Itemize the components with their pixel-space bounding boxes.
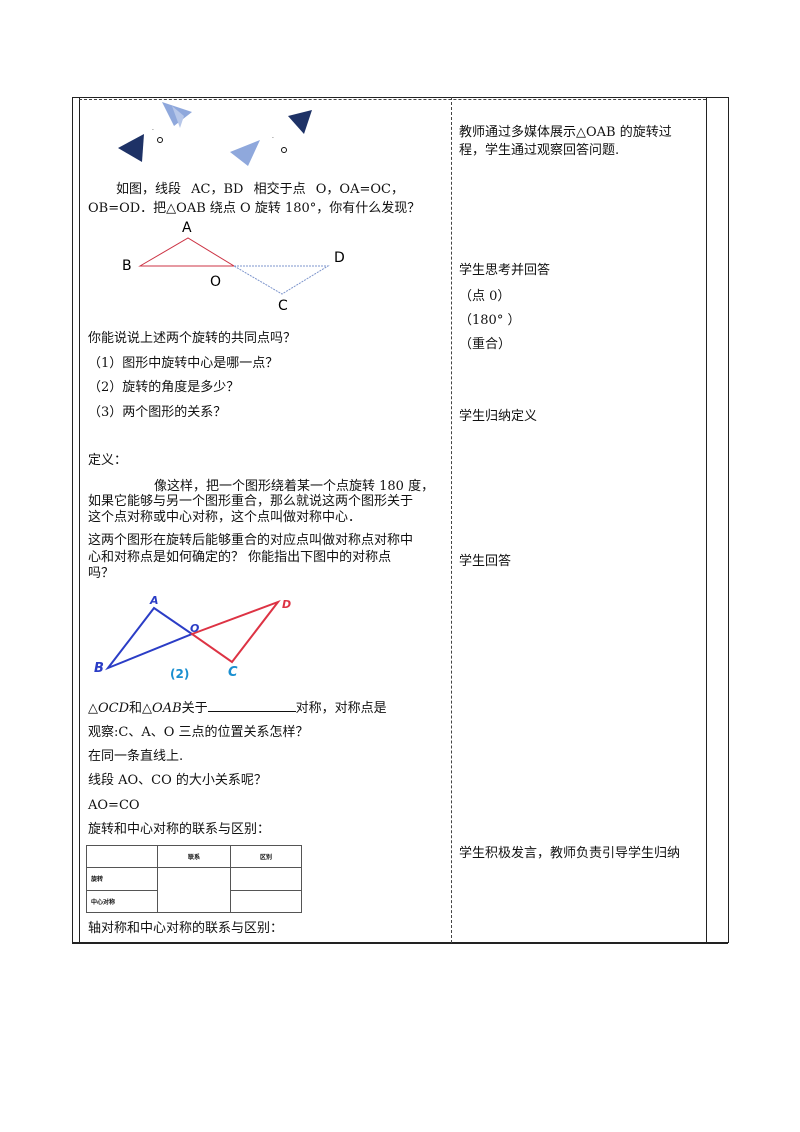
sym-part-d: OAB [152, 701, 182, 716]
table-row-label-rotation: 旋转 [86, 867, 158, 891]
cell-top-dash [79, 99, 706, 100]
arrow-light-1-tail [172, 106, 184, 128]
definition-line-1: 像这样，把一个图形绕着某一个点旋转 180 度， [154, 479, 435, 494]
table-cell-r1c2 [230, 867, 302, 891]
triangle-oab [138, 237, 236, 267]
right-row3: 学生归纳定义 [459, 409, 538, 424]
sym-part-e: 关于 [181, 701, 208, 716]
arrow-dark-2 [288, 110, 312, 134]
definition-label: 定义： [88, 453, 128, 468]
right-row2-title: 学生思考并回答 [459, 263, 551, 278]
sym-part-b: OCD [98, 701, 130, 716]
symmetry-statement: △OCD和△OAB关于 对称，对称点是 [88, 699, 387, 719]
rotation-center-1 [157, 137, 163, 143]
label-c: C [278, 298, 288, 314]
table-left-border [72, 97, 73, 943]
symmetry-question-3: 吗？ [88, 566, 115, 581]
rotation-arrows-figure: · · [118, 102, 312, 166]
right-row2-answer2: （180° ） [459, 313, 521, 328]
table-cell-r2c2 [230, 889, 302, 914]
arrow-light-2 [230, 140, 260, 166]
fig2-label-a: A [149, 594, 159, 607]
table-inner-left-border [79, 97, 80, 943]
table-header-qubie: 区别 [230, 844, 302, 869]
question-2: （2）旋转的角度是多少？ [88, 380, 240, 395]
observe-question: 观察:C、A、O 三点的位置关系怎样？ [88, 725, 309, 740]
rotation-center-2 [281, 147, 287, 153]
sym-part-c: 和△ [129, 701, 153, 716]
triangle-cdo [189, 599, 281, 664]
table-bottom-border [72, 942, 728, 944]
arrow-dark-1 [118, 134, 144, 162]
definition-line-2: 如果它能够与另一个图形重合，那么就说这两个图形关于 [88, 494, 414, 509]
intro-part-3: 相交于点 [253, 182, 306, 197]
label-o: O [210, 274, 221, 290]
fig2-caption: (2) [170, 667, 189, 681]
question-3: （3）两个图形的关系？ [88, 405, 227, 420]
column-divider-left [451, 97, 452, 943]
figure-center-symmetry: A B O D C (2) [94, 594, 291, 681]
segment-question: 线段 AO、CO 的大小关系呢？ [88, 773, 267, 788]
symmetry-question-2: 心和对称点是如何确定的？ 你能指出下图中的对称点 [88, 550, 392, 565]
rotation-vs-symmetry: 旋转和中心对称的联系与区别： [88, 822, 271, 837]
ao-co-answer: AO=CO [88, 798, 140, 813]
triangle-ocd [232, 265, 330, 295]
right-row1-line2: 程，学生通过观察回答问题. [459, 143, 620, 158]
svg-text:·: · [272, 135, 274, 142]
sym-part-f: 对称，对称点是 [295, 701, 387, 716]
svg-text:·: · [152, 127, 154, 134]
figure-rotation-triangles: A B O D C [122, 220, 345, 314]
symmetry-question-1: 这两个图形在旋转后能够重合的对应点叫做对称点对称中 [88, 533, 414, 548]
right-row5: 学生积极发言，教师负责引导学生归纳 [459, 846, 681, 861]
answer-blank[interactable] [207, 699, 296, 712]
label-a: A [182, 220, 192, 236]
intro-text: 如图，线段 AC，BD 相交于点 O，OA=OC， [116, 180, 436, 200]
sym-part-a: △ [88, 701, 98, 716]
label-b: B [122, 258, 132, 274]
table-row-label-center-symmetry: 中心对称 [86, 889, 158, 914]
column-divider-right [706, 97, 707, 943]
question-intro: 你能说说上述两个旋转的共同点吗？ [88, 331, 297, 346]
fig2-label-b: B [94, 661, 104, 676]
axis-vs-symmetry: 轴对称和中心对称的联系与区别： [88, 921, 284, 936]
intro-part-1: 如图，线段 [116, 182, 182, 197]
right-row4: 学生回答 [459, 554, 512, 569]
fig2-label-c: C [228, 665, 238, 680]
table-corner-cell [86, 844, 158, 869]
fig2-label-d: D [282, 598, 291, 611]
table-header-lianxi: 联系 [157, 844, 231, 869]
right-row2-answer3: （重合） [459, 337, 512, 352]
same-line-answer: 在同一条直线上. [88, 749, 184, 764]
label-d: D [334, 250, 345, 266]
intro-text-line2: OB=OD．把△OAB 绕点 O 旋转 180°，你有什么发现？ [88, 201, 421, 216]
triangle-abo [104, 606, 195, 671]
table-cell-merged [157, 867, 231, 913]
comparison-table: 联系 区别 旋转 中心对称 [86, 844, 302, 914]
intro-part-4: O，OA=OC， [315, 182, 404, 197]
question-1: （1）图形中旋转中心是哪一点？ [88, 356, 279, 371]
table-right-border [728, 97, 729, 943]
right-row1-line1: 教师通过多媒体展示△OAB 的旋转过 [459, 125, 672, 140]
right-row2-answer1: （点 0） [459, 289, 511, 304]
intro-part-2: AC，BD [191, 182, 244, 197]
definition-line-3: 这个点对称或中心对称，这个点叫做对称中心． [88, 510, 362, 525]
table-top-border [72, 97, 728, 98]
fig2-label-o: O [190, 622, 199, 635]
